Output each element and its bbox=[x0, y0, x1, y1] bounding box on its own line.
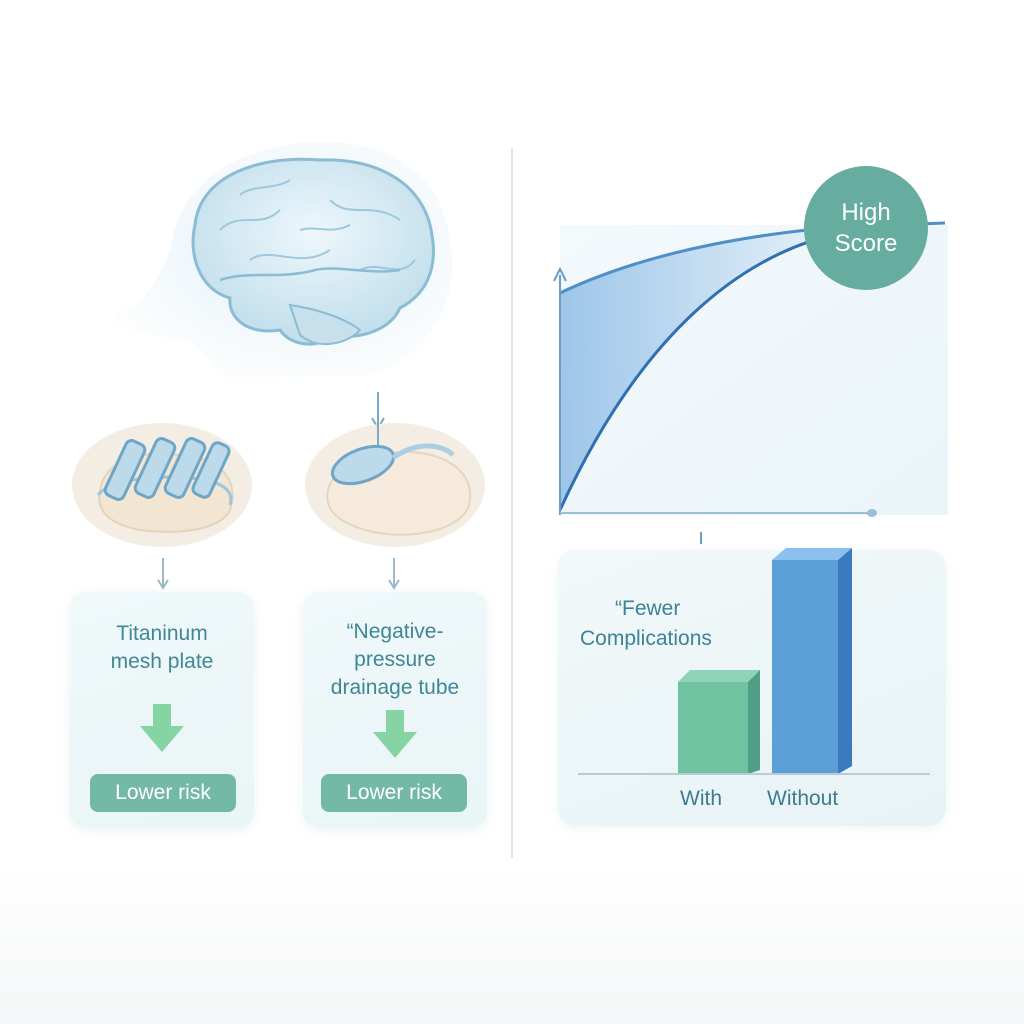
card-label-line: mesh plate bbox=[110, 650, 214, 673]
bar-label-with: With bbox=[680, 787, 722, 810]
green-down-arrow-icon bbox=[373, 710, 417, 758]
card-label-line: “Negative- bbox=[346, 620, 444, 643]
brain-illustration bbox=[115, 141, 453, 378]
curve-area bbox=[560, 227, 840, 510]
panel-divider bbox=[511, 148, 513, 858]
bar-label-without: Without bbox=[767, 787, 839, 810]
drainage-tube-illustration bbox=[305, 420, 485, 547]
small-tick-icon bbox=[700, 532, 702, 544]
score-badge-line: High bbox=[841, 199, 891, 226]
complications-bar-chart bbox=[578, 548, 930, 775]
down-arrow-icon bbox=[157, 558, 169, 590]
y-axis-arrow-icon bbox=[553, 266, 567, 282]
card-label-line: Titaninum bbox=[116, 622, 208, 645]
lower-risk-badge: Lower risk bbox=[90, 774, 236, 812]
brain-fissure bbox=[219, 267, 401, 282]
card-label-line: pressure bbox=[354, 648, 436, 671]
score-badge-line: Score bbox=[834, 230, 898, 257]
bar-with bbox=[678, 670, 760, 774]
lower-risk-badge: Lower risk bbox=[321, 774, 467, 812]
high-score-badge: High Score bbox=[804, 166, 928, 290]
card-label-line: drainage tube bbox=[330, 676, 460, 699]
complications-title-line: “Fewer bbox=[615, 597, 681, 620]
x-axis-end-dot bbox=[867, 509, 877, 517]
complications-title-line: Complications bbox=[580, 627, 712, 650]
cerebellum-icon bbox=[288, 303, 362, 345]
brain-icon bbox=[191, 157, 435, 346]
drainage-tube-card: “Negative- pressure drainage tube Lower … bbox=[303, 592, 487, 828]
lower-curve bbox=[558, 231, 841, 511]
bar-without bbox=[772, 548, 852, 774]
green-down-arrow-icon bbox=[140, 704, 184, 752]
brain-folds bbox=[219, 179, 416, 271]
titanium-mesh-card: Titaninum mesh plate Lower risk bbox=[70, 592, 254, 828]
titanium-mesh-illustration bbox=[72, 423, 252, 547]
down-arrow-icon bbox=[388, 558, 400, 590]
